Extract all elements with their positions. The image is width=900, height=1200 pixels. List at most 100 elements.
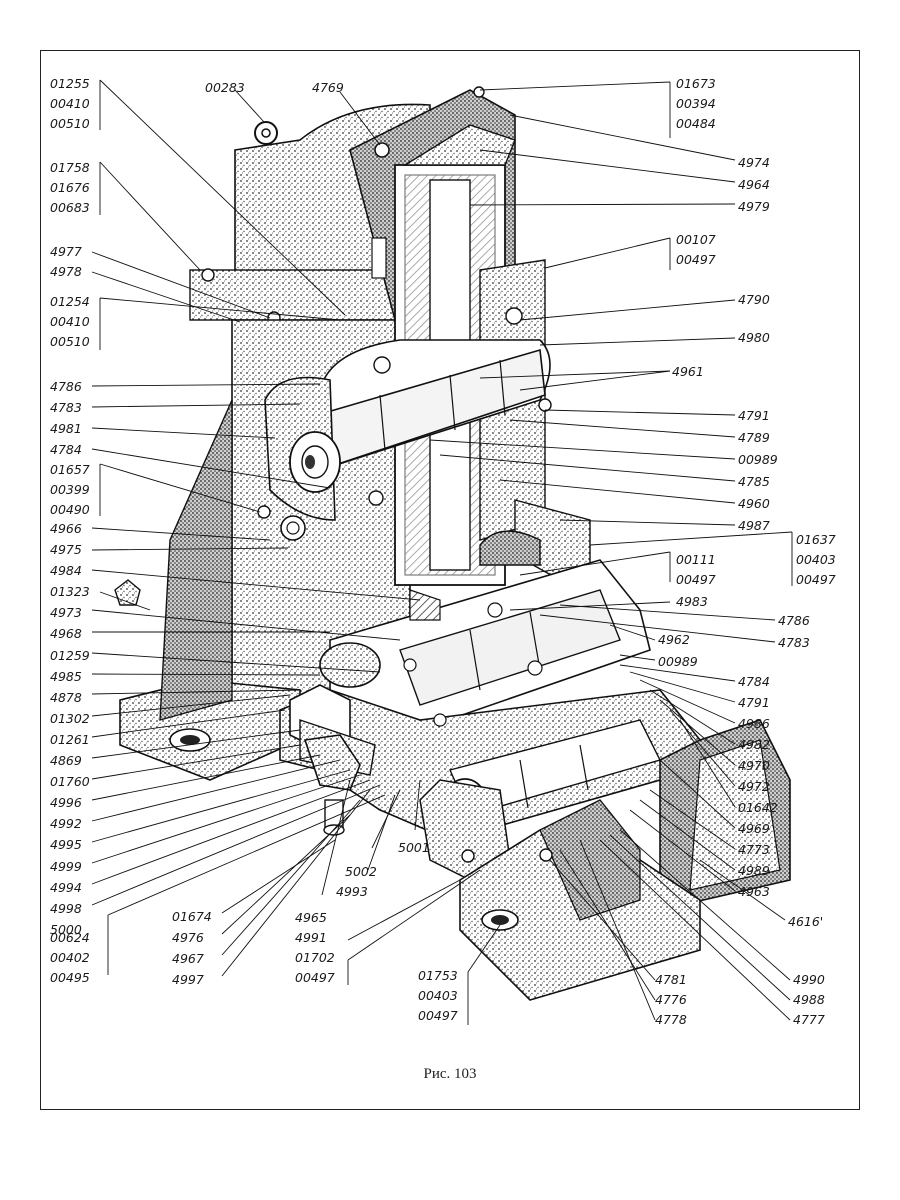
- part-number: 4878: [50, 689, 82, 705]
- callout-group-01637: 01637 00403 00497: [796, 530, 836, 590]
- callout-group-bottom-mid: 4781 4776 4778: [655, 970, 687, 1030]
- part-number: 01676: [50, 180, 90, 195]
- callout-group-bottom-right: 4990 4988 4777: [793, 970, 825, 1030]
- part-number: 01674: [172, 909, 212, 924]
- part-number: 00683: [50, 200, 90, 215]
- callout-group-right-mid: 4791 4789 00989 4785 4960 4987: [738, 405, 778, 537]
- part-number: 4962: [658, 632, 690, 647]
- part-number: 4981: [50, 421, 82, 436]
- part-number: 00402: [50, 950, 90, 965]
- part-number: 4786: [50, 379, 82, 394]
- part-number: 4784: [50, 442, 82, 457]
- part-number: 4869: [50, 753, 82, 769]
- part-number: 4616': [788, 914, 824, 929]
- part-number: 4972: [738, 779, 770, 794]
- part-number: 4974: [738, 155, 770, 170]
- part-number: 4999: [50, 858, 82, 874]
- leader-lines: [91, 79, 793, 1025]
- callout-group-01254: 01254 00410 00510: [50, 292, 90, 352]
- callout-group-00624: 00624 00402 00495: [50, 928, 90, 988]
- part-number: 01259: [50, 647, 90, 663]
- part-number: 00624: [50, 930, 90, 945]
- part-number: 01323: [50, 584, 90, 600]
- part-number: 4791: [738, 695, 770, 710]
- part-number: 4975: [50, 542, 82, 558]
- part-number: 4970: [738, 758, 770, 773]
- part-number: 5000: [50, 921, 82, 937]
- part-number: 4783: [778, 635, 810, 650]
- part-number: 00484: [676, 116, 716, 131]
- part-number: 4969: [738, 821, 770, 836]
- part-number: 4983: [676, 594, 708, 609]
- callout-group-4991: 4965 4991 01702 00497: [295, 908, 335, 988]
- part-number: 4976: [172, 930, 204, 945]
- part-number: 4997: [172, 972, 204, 987]
- part-number: 4961: [672, 364, 704, 379]
- callout-group-left-mid: 4786 4783 4981 4784: [50, 376, 82, 460]
- part-number: 4993: [336, 884, 368, 899]
- part-number: 00283: [205, 80, 245, 95]
- part-number: 4790: [738, 292, 770, 307]
- part-number: 01637: [796, 532, 836, 547]
- part-number: 4791: [738, 408, 770, 423]
- part-number: 4960: [738, 496, 770, 511]
- part-number: 4786: [778, 613, 810, 628]
- part-number: 00403: [796, 552, 836, 567]
- part-number: 4992: [50, 816, 82, 832]
- part-number: 01642: [738, 800, 778, 815]
- part-number: 5001: [398, 840, 430, 855]
- callout-group-left-low: 4966 4975 4984 01323 4973 4968 01259 498…: [50, 518, 90, 940]
- part-number: 4978: [50, 264, 82, 279]
- callout-group-right-top: 4974 4964 4979: [738, 152, 770, 218]
- callout-group-01758: 01758 01676 00683: [50, 158, 90, 218]
- part-number: 4985: [50, 668, 82, 684]
- callout-group-01673: 01673 00394 00484: [676, 74, 716, 134]
- part-number: 4785: [738, 474, 770, 489]
- part-number: 4973: [50, 605, 82, 621]
- middle-shaft: [319, 559, 651, 741]
- part-number: 01254: [50, 294, 90, 309]
- part-number: 4778: [655, 1012, 687, 1027]
- part-number: 00497: [418, 1008, 458, 1023]
- part-number: 4769: [312, 80, 344, 95]
- part-number: 00410: [50, 96, 90, 111]
- part-number: 00394: [676, 96, 716, 111]
- part-number: 00497: [796, 572, 836, 587]
- part-number: 4789: [738, 430, 770, 445]
- part-number: 01302: [50, 710, 90, 726]
- part-number: 01760: [50, 774, 90, 790]
- part-number: 4966: [50, 521, 82, 536]
- part-number: 4968: [50, 626, 82, 642]
- callout-group-00111: 00111 00497: [676, 550, 716, 590]
- part-number: 4776: [655, 992, 687, 1007]
- bottom-foot: [459, 799, 701, 1001]
- part-number: 00403: [418, 988, 458, 1003]
- part-number: 4989: [738, 863, 770, 878]
- part-number: 4986: [738, 716, 770, 731]
- part-number: 4998: [50, 900, 82, 916]
- part-number: 00497: [295, 970, 335, 985]
- part-number: 01657: [50, 462, 90, 477]
- part-number: 4773: [738, 842, 770, 857]
- part-number: 5002: [345, 864, 377, 879]
- part-number: 4781: [655, 972, 687, 987]
- callout-group-01255: 01255 00410 00510: [50, 74, 90, 134]
- callout-group-01753: 01753 00403 00497: [418, 966, 458, 1026]
- figure-caption: Рис. 103: [423, 1066, 477, 1082]
- part-number: 00510: [50, 334, 90, 349]
- part-number: 01673: [676, 76, 716, 91]
- part-number: 00510: [50, 116, 90, 131]
- part-number: 4990: [793, 972, 825, 987]
- part-number: 4979: [738, 199, 770, 214]
- callout-group-right-2: 4786 4783: [778, 610, 810, 654]
- right-foot: [659, 719, 791, 912]
- part-number: 4984: [50, 563, 82, 579]
- part-number: 4991: [295, 930, 327, 945]
- part-number: 00111: [676, 552, 716, 567]
- part-number: 00410: [50, 314, 90, 329]
- callout-group-00107: 00107 00497: [676, 230, 716, 270]
- upper-shaft: [264, 307, 552, 521]
- part-number: 4996: [50, 795, 82, 811]
- callout-group-01657: 01657 00399 00490: [50, 460, 90, 520]
- part-number: 4982: [738, 737, 770, 752]
